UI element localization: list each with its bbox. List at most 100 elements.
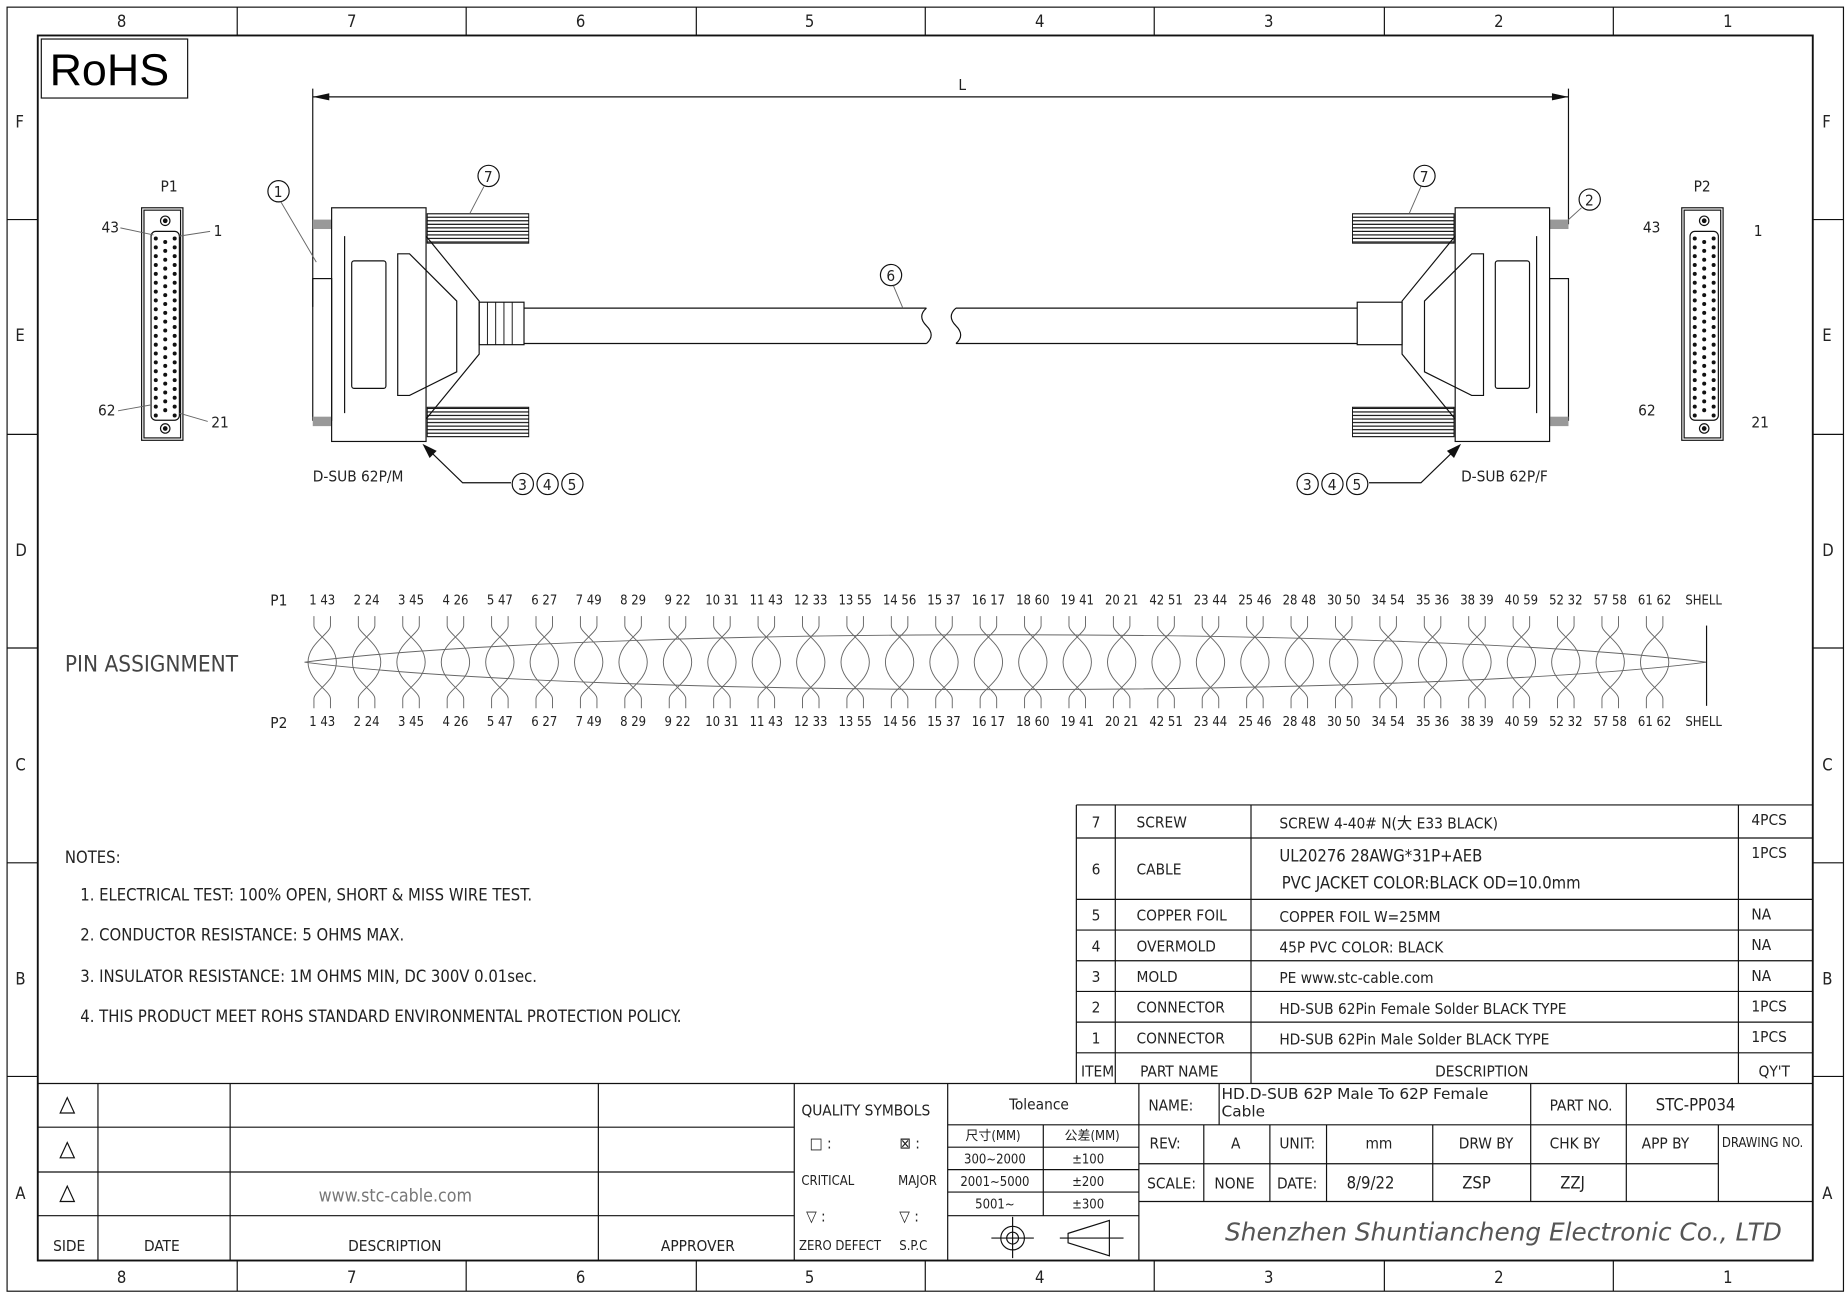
chk-by-value: ZZJ [1560,1174,1585,1193]
pin-pair-p1: 61 62 [1638,593,1671,608]
bom-cell-qty: 1PCS [1751,997,1786,1015]
watermark: www.stc-cable.com [319,1187,472,1207]
pin-pair-p2: 20 21 [1105,715,1138,730]
pin-pair-p1: 35 36 [1416,593,1449,608]
pin-pair-p2: 3 45 [398,715,424,730]
pin-pair-p1: 15 37 [927,593,960,608]
bom-cell-qty: NA [1751,936,1771,954]
pin-dot [153,413,158,418]
pin-dot [1692,316,1697,321]
pin-dot [172,316,177,321]
pin-dot [1692,378,1697,383]
pin-dot [163,240,168,245]
bom-cell-desc: SCREW 4-40# N(大 E33 BLACK) [1279,815,1498,833]
pin-dot [1692,324,1697,329]
pin-pair-p2: 10 31 [705,715,738,730]
twisted-pair-wire [1506,616,1537,709]
pin-pair-p1: 6 27 [531,593,557,608]
pin-pair-p2: 34 54 [1371,715,1404,730]
zone-col-label: 5 [805,12,814,31]
pin-dot [1702,240,1707,245]
pin-dot [153,245,158,250]
tolerance-range: 2001~5000 [960,1175,1029,1190]
pin-dot [1711,316,1716,321]
bom-cell-desc: PE www.stc-cable.com [1279,969,1433,987]
zone-col-label: 8 [117,12,126,31]
date-value: 8/9/22 [1347,1174,1395,1193]
pin-dot [1702,390,1707,395]
scale-value: NONE [1214,1175,1254,1193]
revision-triangle-icon [59,1096,76,1114]
length-dimension: L [312,76,1570,307]
pin-dot [1702,301,1707,306]
pin-dot [153,298,158,303]
pin-pair-p1: 11 43 [750,593,783,608]
pin-pair-p1: 34 54 [1371,593,1404,608]
pin-dot [172,386,177,391]
pin-pair-p2: 42 51 [1149,715,1182,730]
pin-pair-p2: 25 46 [1238,715,1271,730]
pin-dot [172,351,177,356]
pin-dot [172,413,177,418]
pin-label: 21 [211,413,229,431]
pin-dot [163,337,168,342]
zone-col-label: 3 [1264,12,1273,31]
title-block: SIDE DATE DESCRIPTION APPROVER www.stc-c… [37,1082,1813,1261]
pin-dot [163,390,168,395]
zone-row-label: B [1822,969,1832,988]
pin-pair-p1: 52 32 [1549,593,1582,608]
pin-pair-p2: 1 43 [309,715,335,730]
pin-dot [172,280,177,285]
bom-cell-item: 3 [1092,968,1101,986]
pin-dot [1702,284,1707,289]
callout-4: 4 [543,476,552,494]
p1-label: P1 [161,177,178,195]
pin-dot [163,293,168,298]
zone-col-label: 3 [1264,1268,1273,1287]
pin-dot [1702,328,1707,333]
zone-row-label: D [15,541,26,560]
pin-pair-p2: 13 55 [838,715,871,730]
date-label: DATE: [1277,1175,1317,1193]
notes: NOTES: 1. ELECTRICAL TEST: 100% OPEN, SH… [65,848,682,1026]
pin-pair-p1: 8 29 [620,593,646,608]
pin-dot [1711,333,1716,338]
shell-label-p2: SHELL [1685,715,1722,730]
pin-dot [1692,298,1697,303]
left-connector-label: D-SUB 62P/M [313,468,404,486]
pin-dot [1702,346,1707,351]
rev-label: REV: [1150,1134,1181,1152]
pin-dot [1711,324,1716,329]
pin-dot [1692,333,1697,338]
zone-col-label: 6 [576,1268,585,1287]
note-item: 3. INSULATOR RESISTANCE: 1M OHMS MIN, DC… [80,967,537,986]
notes-title: NOTES: [65,848,121,867]
tolerance-range: 300~2000 [964,1153,1026,1168]
name-label: NAME: [1148,1097,1193,1115]
pin-dot [163,355,168,360]
pin-dot [1702,319,1707,324]
pin-dot [153,316,158,321]
zone-col-label: 2 [1494,12,1503,31]
bom-cell-item: 7 [1092,813,1101,831]
tolerance-header: 尺寸(MM) [965,1129,1020,1144]
pin-dot [1692,271,1697,276]
pin-dot [163,310,168,315]
bom-cell-part: CONNECTOR [1137,1029,1226,1047]
twisted-pair-wire [1062,616,1092,709]
pin-pair-p1: 28 48 [1283,593,1316,608]
pin-dot [172,263,177,268]
zone-col-label: 1 [1723,12,1732,31]
pin-dot [1702,310,1707,315]
pin-label: 43 [101,219,119,237]
pin-pair-p2: 8 29 [620,715,646,730]
pin-dot [172,271,177,276]
pin-dot [1711,298,1716,303]
tolerance-header: 公差(MM) [1065,1129,1120,1144]
note-item: 4. THIS PRODUCT MEET ROHS STANDARD ENVIR… [80,1007,681,1026]
pin-pair-p1: 14 56 [883,593,916,608]
bom-cell-part: CABLE [1137,861,1182,879]
twisted-pair-wire [796,616,826,709]
twisted-pair-wire [307,616,337,709]
